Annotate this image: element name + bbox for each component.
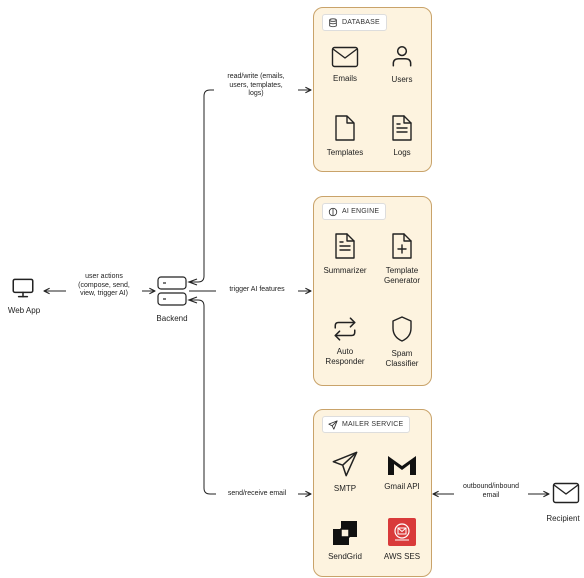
node-label: Emails xyxy=(332,74,357,83)
database-users[interactable]: Users xyxy=(367,43,437,85)
mailer-aws-ses[interactable]: AWS SES xyxy=(367,518,437,562)
node-label: Templates xyxy=(326,148,364,157)
file-text-icon xyxy=(335,233,355,259)
node-label: Gmail API xyxy=(384,482,420,491)
web-app-node[interactable] xyxy=(6,275,40,301)
database-group-title: DATABASE xyxy=(322,14,387,31)
mailer-gmail-api[interactable]: Gmail API xyxy=(367,452,437,492)
backend-node[interactable] xyxy=(157,276,187,306)
sendgrid-logo-icon xyxy=(333,521,357,545)
backend-label: Backend xyxy=(156,314,188,323)
user-icon xyxy=(392,46,412,67)
mailer-sendgrid[interactable]: SendGrid xyxy=(310,520,380,562)
database-templates[interactable]: Templates xyxy=(310,114,380,158)
mailer-smtp[interactable]: SMTP xyxy=(310,450,380,494)
node-label: Logs xyxy=(393,148,411,157)
ai-auto-responder[interactable]: Auto Responder xyxy=(310,317,380,367)
node-label: Summarizer xyxy=(323,266,367,275)
edge-backend-mailer xyxy=(189,299,311,494)
ai-summarizer[interactable]: Summarizer xyxy=(310,232,380,276)
brain-icon xyxy=(328,207,338,216)
recipient-label: Recipient xyxy=(546,514,580,523)
monitor-icon xyxy=(12,278,34,298)
edge-label-outbound-inbound: outbound/inbound email xyxy=(454,483,528,500)
edge-label-send-receive: send/receive email xyxy=(216,490,298,499)
server-icon xyxy=(157,276,187,306)
edge-backend-mailer-back xyxy=(187,296,198,304)
node-label: Users xyxy=(391,75,413,84)
node-label: Auto Responder xyxy=(325,347,365,366)
database-emails[interactable]: Emails xyxy=(310,46,380,84)
mailer-group-title: MAILER SERVICE xyxy=(322,416,411,433)
web-app-label: Web App xyxy=(7,306,41,315)
ai-spam-classifier[interactable]: Spam Classifier xyxy=(367,315,437,369)
node-label: Template Generator xyxy=(383,266,421,285)
file-icon xyxy=(335,115,355,141)
edge-backend-db-back xyxy=(187,278,198,286)
database-logs[interactable]: Logs xyxy=(367,114,437,158)
edge-label-user-actions: user actions (compose, send, view, trigg… xyxy=(66,273,142,299)
ai-engine-group-title: AI ENGINE xyxy=(322,203,387,220)
database-group: DATABASE Emails Users Templates Logs xyxy=(313,7,432,172)
file-plus-icon xyxy=(392,233,412,259)
node-label: Spam Classifier xyxy=(385,349,419,368)
edge-label-read-write: read/write (emails, users, templates, lo… xyxy=(214,73,298,99)
node-label: SendGrid xyxy=(328,552,362,561)
edge-label-trigger-ai: trigger AI features xyxy=(216,286,298,295)
ai-engine-group: AI ENGINE Summarizer Template Generator … xyxy=(313,196,432,386)
recipient-node[interactable] xyxy=(551,482,581,504)
send-icon xyxy=(328,419,338,430)
shield-icon xyxy=(392,316,412,342)
node-label: SMTP xyxy=(333,484,357,493)
mail-icon xyxy=(552,482,580,504)
edge-backend-database xyxy=(189,90,311,283)
aws-ses-logo-icon xyxy=(388,518,416,546)
node-label: AWS SES xyxy=(383,552,421,561)
gmail-logo-icon xyxy=(388,456,416,475)
mail-icon xyxy=(331,46,359,68)
mailer-service-group: MAILER SERVICE SMTP Gmail API SendGrid xyxy=(313,409,432,577)
send-icon xyxy=(332,451,358,477)
repeat-icon xyxy=(334,317,356,341)
file-text-icon xyxy=(392,115,412,141)
database-icon xyxy=(329,17,337,27)
ai-template-generator[interactable]: Template Generator xyxy=(367,232,437,286)
